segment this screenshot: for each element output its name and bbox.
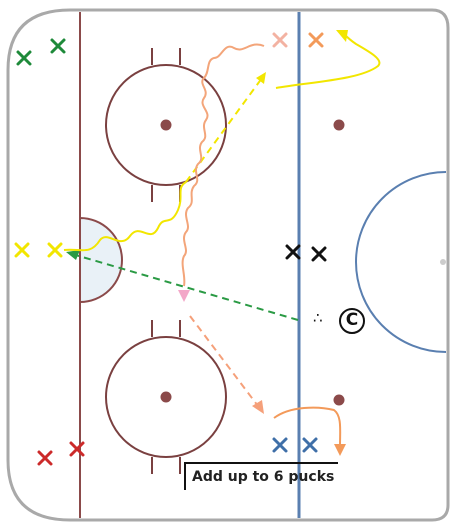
player-green-x-2	[50, 38, 66, 54]
rink-boards	[6, 8, 450, 522]
faceoff-circle-bottom	[105, 320, 227, 474]
player-green-x-1	[16, 50, 32, 66]
player-salmon-x	[272, 32, 288, 48]
player-black-x-2	[311, 246, 327, 262]
player-blue-x-2	[302, 437, 318, 453]
player-black-x-1	[285, 244, 301, 260]
player-yellow-x-1	[14, 242, 30, 258]
players-layer	[14, 32, 327, 466]
neutral-dot-bottom	[333, 394, 345, 406]
arrow-salmon	[178, 290, 190, 302]
pass-line-yellow	[185, 72, 266, 183]
pass-line-pink	[189, 315, 264, 414]
note-text: Add up to 6 pucks	[192, 469, 335, 485]
center-dot	[440, 259, 446, 265]
player-yellow-x-2	[47, 242, 63, 258]
player-orange-x	[308, 32, 324, 48]
pucks-icon: ∴	[313, 309, 323, 327]
skate-path-salmon	[181, 43, 265, 287]
skate-path-orange-bottom	[273, 406, 346, 456]
note-box: Add up to 6 pucks	[184, 462, 339, 490]
player-red-x-2	[69, 441, 85, 457]
player-blue-x-1	[272, 437, 288, 453]
pass-line-green	[66, 250, 299, 321]
coach-marker: C	[339, 308, 365, 334]
neutral-dot-top	[333, 119, 345, 131]
center-circle	[355, 171, 447, 353]
player-red-x-1	[37, 450, 53, 466]
skate-path-yellow-top	[275, 30, 381, 89]
faceoff-circle-top	[105, 48, 227, 202]
skate-path-yellow	[63, 181, 187, 252]
